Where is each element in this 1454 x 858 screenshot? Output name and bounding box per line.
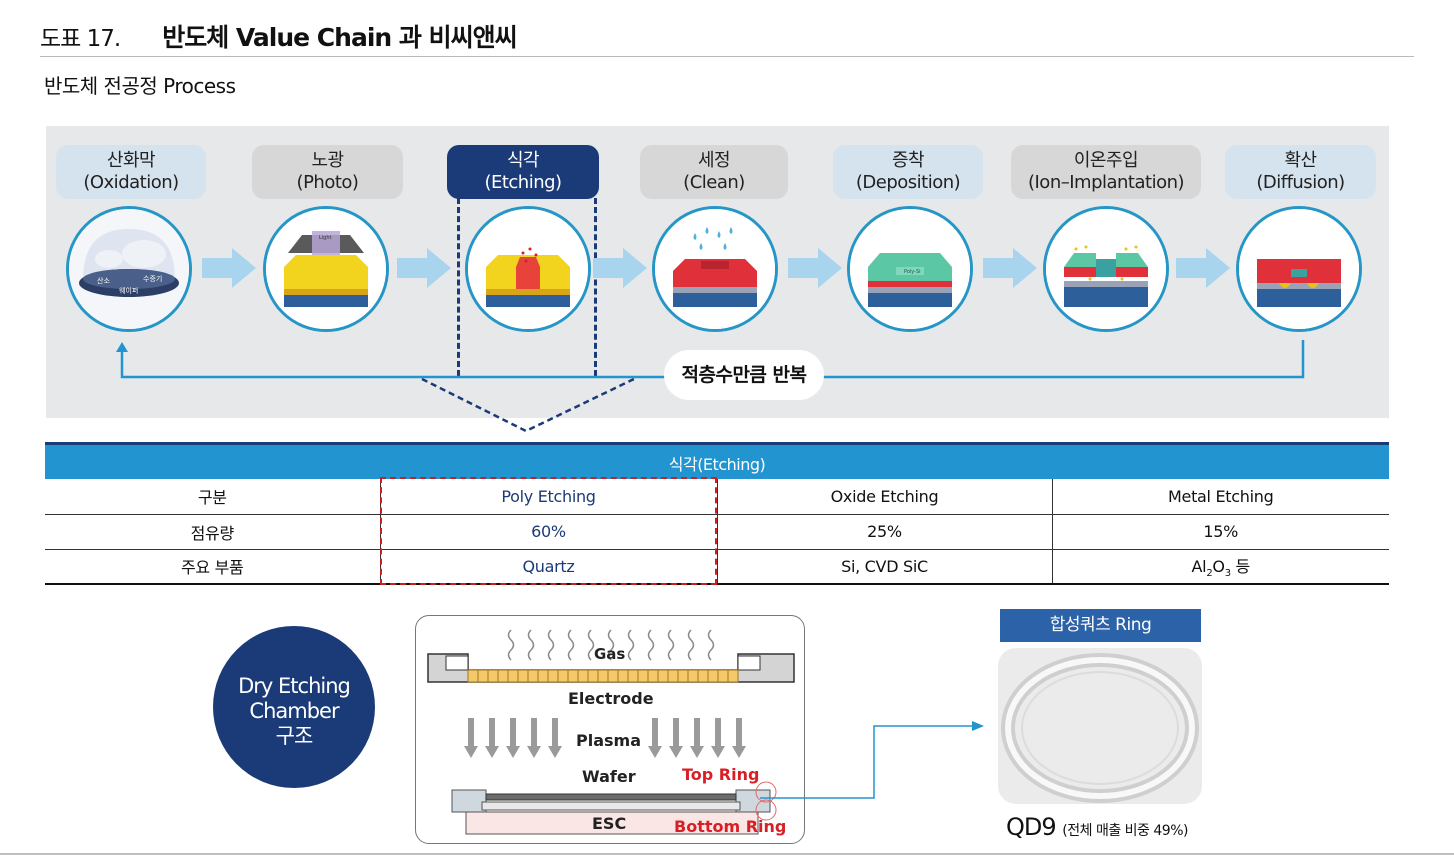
- step-name-en: (Photo): [296, 172, 359, 193]
- metal-cell: 15%: [1052, 514, 1389, 550]
- poly-cell: 60%: [380, 514, 718, 550]
- oxide-cell: 25%: [717, 514, 1053, 550]
- poly-si-label: Poly-Si: [904, 269, 921, 275]
- etching-table: 식각(Etching) 구분 Poly Etching Oxide Etchin…: [45, 442, 1389, 585]
- page-title: 도표 17. 반도체 Value Chain 과 비씨앤씨: [40, 18, 518, 54]
- right-arrow-icon: [983, 248, 1037, 288]
- step-name: 산화막: [106, 150, 156, 171]
- etching-callout-pointer: [421, 377, 635, 433]
- step-name-en: (Clean): [683, 172, 745, 193]
- footer-divider: [0, 853, 1454, 855]
- oxidation-illustration: 산소 수증기 웨이퍼: [66, 206, 192, 332]
- bottom-ring-label: Bottom Ring: [674, 817, 786, 836]
- chamber-title-line2: Chamber: [249, 699, 339, 723]
- row-label: 주요 부품: [45, 549, 381, 585]
- table-row: 점유량 60% 25% 15%: [45, 514, 1389, 550]
- repeat-badge: 적층수만큼 반복: [664, 350, 824, 400]
- step-name-en: (Diffusion): [1256, 172, 1345, 193]
- oxide-cell: Oxide Etching: [717, 479, 1053, 515]
- metal-formula-o: O: [1212, 557, 1225, 577]
- right-arrow-icon: [788, 248, 842, 288]
- chamber-diagram: Gas Electrode Plasma Wafer Top Ring ESC …: [415, 615, 805, 844]
- right-arrow-icon: [202, 248, 256, 288]
- table-row: 구분 Poly Etching Oxide Etching Metal Etch…: [45, 479, 1389, 515]
- row-label: 구분: [45, 479, 381, 515]
- step-name: 확산: [1284, 150, 1317, 171]
- step-name: 이온주입: [1073, 150, 1139, 171]
- step-name-en: (Ion–Implantation): [1027, 172, 1185, 193]
- row-label: 점유량: [45, 514, 381, 550]
- steam-label: 수증기: [143, 274, 162, 283]
- right-arrow-icon: [1176, 248, 1230, 288]
- metal-formula-tail: 등: [1230, 557, 1251, 577]
- chamber-title-line1: Dry Etching: [238, 674, 351, 698]
- step-label-oxidation: 산화막 (Oxidation): [56, 145, 206, 199]
- etching-selection-frame: [457, 198, 597, 376]
- step-label-deposition: 증착 (Deposition): [833, 145, 983, 199]
- ring-product-name: QD9: [1006, 813, 1057, 841]
- metal-formula-al: Al: [1191, 557, 1207, 577]
- gas-label: Gas: [594, 645, 625, 663]
- step-name: 세정: [697, 150, 731, 171]
- right-arrow-icon: [593, 248, 647, 288]
- electrode-label: Electrode: [568, 689, 654, 708]
- step-name: 증착: [891, 150, 925, 171]
- poly-cell: Poly Etching: [380, 479, 718, 515]
- ring-product-caption: QD9 (전체 매출 비중 49%): [1006, 813, 1188, 841]
- header-divider: [40, 56, 1414, 57]
- step-label-clean: 세정 (Clean): [640, 145, 788, 199]
- clean-illustration: [652, 206, 778, 332]
- ion-implantation-illustration: [1043, 206, 1169, 332]
- light-label: Light: [319, 235, 332, 241]
- step-name-en: (Oxidation): [83, 172, 179, 193]
- etching-table-header: 식각(Etching): [45, 442, 1389, 479]
- metal-cell: Al2O3 등: [1052, 549, 1389, 585]
- wafer-label: Wafer: [582, 767, 636, 786]
- poly-etching-highlight: [380, 477, 717, 585]
- section-subtitle: 반도체 전공정 Process: [44, 74, 236, 98]
- top-ring-label: Top Ring: [682, 765, 759, 784]
- step-name: 식각: [506, 150, 540, 171]
- diffusion-illustration: [1236, 206, 1362, 332]
- quartz-ring-image: [998, 648, 1202, 804]
- metal-formula-sub2: 3: [1224, 568, 1231, 580]
- ring-connector-line: [760, 721, 984, 799]
- plasma-label: Plasma: [576, 731, 641, 750]
- right-arrow-icon: [397, 248, 451, 288]
- chamber-title-line3: 구조: [275, 724, 314, 748]
- metal-cell: Metal Etching: [1052, 479, 1389, 515]
- photo-illustration: Light: [263, 206, 389, 332]
- table-row: 주요 부품 Quartz Si, CVD SiC Al2O3 등: [45, 549, 1389, 585]
- chamber-title-circle: Dry Etching Chamber 구조: [213, 626, 375, 788]
- figure-label: 도표 17.: [40, 26, 121, 52]
- step-label-diffusion: 확산 (Diffusion): [1225, 145, 1376, 199]
- etching-illustration: [465, 206, 591, 332]
- esc-label: ESC: [592, 814, 626, 833]
- oxide-cell: Si, CVD SiC: [717, 549, 1053, 585]
- step-name-en: (Etching): [484, 172, 562, 193]
- figure-title: 반도체 Value Chain 과 비씨앤씨: [162, 23, 517, 52]
- step-label-etching: 식각 (Etching): [447, 145, 599, 199]
- step-label-photo: 노광 (Photo): [252, 145, 403, 199]
- deposition-illustration: Poly-Si: [847, 206, 973, 332]
- step-name-en: (Deposition): [855, 172, 961, 193]
- step-name: 노광: [311, 150, 344, 171]
- step-label-ion-implantation: 이온주입 (Ion–Implantation): [1011, 145, 1201, 199]
- ring-product-title: 합성쿼츠 Ring: [1000, 609, 1201, 642]
- oxygen-label: 산소: [97, 276, 110, 285]
- metal-formula-sub1: 2: [1206, 568, 1213, 580]
- ring-sales-share: (전체 매출 비중 49%): [1062, 823, 1188, 839]
- wafer-label: 웨이퍼: [119, 286, 138, 295]
